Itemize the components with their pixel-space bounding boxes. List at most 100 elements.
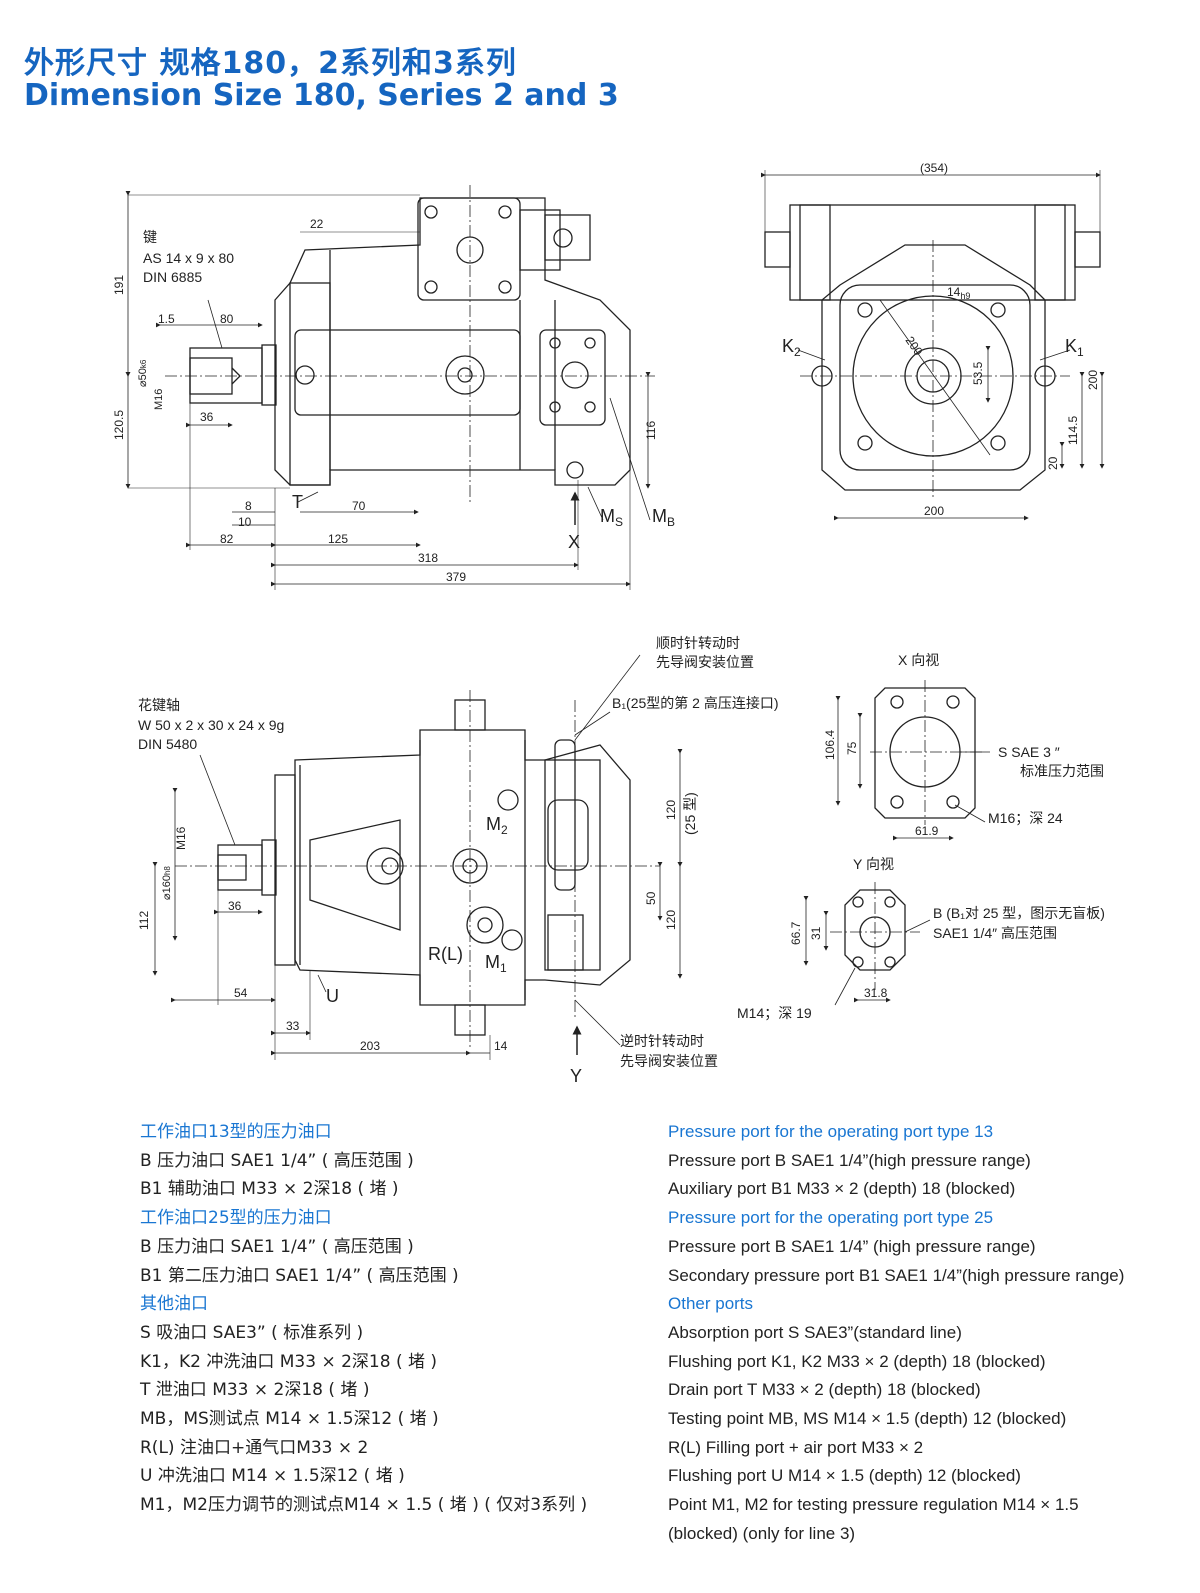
y-view-b-label: B (B₁对 25 型，图示无盲板): [933, 905, 1105, 921]
legend-row: R(L) Filling port + air port M33 × 2: [668, 1437, 924, 1457]
pump-front-view: [761, 170, 1105, 521]
legend-row: Flushing port U M14 × 1.5 (depth) 12 (bl…: [668, 1466, 1021, 1486]
dim-54: 54: [234, 986, 248, 1000]
dim-53-5: 53.5: [971, 361, 985, 385]
view-y-label: Y: [570, 1066, 582, 1086]
dim-14h9: 14h9: [947, 285, 970, 301]
dim-112: 112: [137, 911, 151, 930]
view-x-label: X: [568, 532, 580, 552]
legend-heading: 工作油口13型的压力油口: [140, 1122, 332, 1142]
x-view-title: X 向视: [898, 652, 939, 668]
dim-114-5: 114.5: [1066, 416, 1080, 445]
x-view-bolt: M16；深 24: [988, 810, 1063, 827]
port-mb-label: MB: [652, 506, 675, 529]
x-view-s-range: 标准压力范围: [1020, 763, 1104, 779]
dim-33: 33: [286, 1019, 300, 1033]
shaft-label: 花键轴: [138, 697, 180, 713]
dim-1-5: 1.5: [158, 312, 175, 326]
legend-heading: 其他油口: [140, 1294, 208, 1315]
dim-80: 80: [220, 312, 234, 326]
legend-row: Pressure port B SAE1 1/4”(high pressure …: [668, 1150, 1031, 1170]
dim-120-5: 120.5: [112, 410, 126, 440]
port-k1-label: K1: [1065, 336, 1084, 359]
dim-318: 318: [418, 551, 438, 565]
x-view-s-label: S SAE 3 ″: [998, 744, 1060, 760]
legend-heading: Pressure port for the operating port typ…: [668, 1122, 994, 1141]
dim-120-a: 120: [664, 800, 678, 820]
port-u-label: U: [326, 986, 339, 1006]
dim-106-4: 106.4: [823, 730, 837, 760]
b1-note: B₁(25型的第 2 高压连接口): [612, 695, 779, 711]
dim-203: 203: [360, 1039, 380, 1053]
legend-heading: Other ports: [668, 1294, 754, 1314]
legend-row: M1，M2压力调节的测试点M14 × 1.5 ( 堵 ) ( 仅对3系列 ): [140, 1495, 588, 1516]
legend-row: MB，MS测试点 M14 × 1.5深12 ( 堵 ): [140, 1409, 439, 1430]
shaft-spec: W 50 x 2 x 30 x 24 x 9g: [138, 717, 284, 733]
dim-8: 8: [245, 499, 252, 513]
legend-row: Drain port T M33 × 2 (depth) 18 (blocked…: [668, 1380, 981, 1400]
legend-heading: 工作油口25型的压力油口: [140, 1208, 332, 1229]
dim-82: 82: [220, 532, 234, 546]
cw-note-2: 先导阀安装位置: [656, 654, 754, 670]
dim-m16: M16: [153, 389, 165, 410]
legend-chinese: 工作油口13型的压力油口 B 压力油口 SAE1 1/4” ( 高压范围 ) B1 …: [140, 1118, 587, 1520]
port-ms-label: MS: [600, 506, 623, 529]
dim-25-type: (25 型): [682, 792, 698, 835]
cw-note-1: 顺时针转动时: [656, 635, 740, 651]
dim-m16-b: M16: [174, 826, 188, 850]
legend-row: B1 第二压力油口 SAE1 1/4” ( 高压范围 ): [140, 1265, 459, 1286]
legend-english: Pressure port for the operating port typ…: [668, 1118, 1124, 1549]
legend-row: Testing point MB, MS M14 × 1.5 (depth) 1…: [668, 1409, 1067, 1429]
dim-31-8: 31.8: [864, 986, 888, 1000]
dim-200-v: 200: [1086, 370, 1100, 390]
dim-116: 116: [644, 421, 658, 440]
y-view-flange: [803, 882, 931, 1006]
page-title-en: Dimension Size 180, Series 2 and 3: [24, 78, 619, 113]
dim-66-7: 66.7: [789, 921, 803, 945]
x-view-flange: [835, 680, 990, 841]
key-spec: AS 14 x 9 x 80: [143, 250, 234, 266]
shaft-std: DIN 5480: [138, 736, 197, 752]
dim-50: 50: [644, 891, 658, 905]
dim-61-9: 61.9: [915, 824, 939, 838]
legend-row: B1 辅助油口 M33 × 2深18 ( 堵 ): [140, 1179, 399, 1200]
dim-200-h: 200: [924, 504, 944, 518]
ccw-note-2: 先导阀安装位置: [620, 1053, 718, 1069]
y-view-bolt: M14；深 19: [737, 1005, 812, 1022]
dim-160: ⌀160h8: [161, 866, 173, 900]
dim-36-b: 36: [228, 899, 242, 913]
port-m1-label: M1: [485, 952, 507, 975]
dim-120-b: 120: [664, 910, 678, 930]
dim-14-b: 14: [494, 1039, 508, 1053]
legend-row: Absorption port S SAE3”(standard line): [668, 1322, 962, 1342]
y-view-title: Y 向视: [853, 856, 894, 872]
legend-row: B 压力油口 SAE1 1/4” ( 高压范围 ): [140, 1236, 414, 1257]
dim-70: 70: [352, 499, 366, 513]
ccw-note-1: 逆时针转动时: [620, 1033, 704, 1049]
key-std: DIN 6885: [143, 269, 202, 285]
pump-side-view-2: [152, 654, 683, 1060]
legend-row: Point M1, M2 for testing pressure regula…: [668, 1495, 1079, 1515]
port-rl-label: R(L): [428, 944, 463, 964]
dim-125: 125: [328, 532, 348, 546]
technical-drawing: 键 AS 14 x 9 x 80 DIN 6885 22 1.5 80 36 8…: [112, 161, 1105, 1086]
pump-side-view: [125, 185, 655, 590]
dim-379: 379: [446, 570, 466, 584]
dim-31: 31: [809, 926, 823, 940]
dim-shaft-dia: ⌀50k6: [137, 359, 149, 387]
legend-row: Secondary pressure port B1 SAE1 1/4”(hig…: [668, 1265, 1125, 1285]
legend-row: R(L) 注油口+通气口M33 × 2: [140, 1437, 369, 1458]
y-view-b-range: SAE1 1/4″ 高压范围: [933, 925, 1057, 941]
legend-row: U 冲洗油口 M14 × 1.5深12 ( 堵 ): [140, 1466, 405, 1487]
legend-row: T 泄油口 M33 × 2深18 ( 堵 ): [140, 1380, 370, 1401]
port-m2-label: M2: [486, 814, 508, 837]
dim-75: 75: [845, 741, 859, 755]
legend-row: Auxiliary port B1 M33 × 2 (depth) 18 (bl…: [668, 1179, 1016, 1199]
dim-191: 191: [112, 275, 126, 295]
page-title-cn: 外形尺寸 规格180，2系列和3系列: [24, 46, 517, 81]
legend-row: B 压力油口 SAE1 1/4” ( 高压范围 ): [140, 1150, 414, 1171]
legend-row: (blocked) (only for line 3): [668, 1523, 856, 1543]
legend-row: K1，K2 冲洗油口 M33 × 2深18 ( 堵 ): [140, 1351, 438, 1372]
legend-row: S 吸油口 SAE3” ( 标准系列 ): [140, 1322, 364, 1343]
legend-row: Flushing port K1, K2 M33 × 2 (depth) 18 …: [668, 1351, 1046, 1371]
